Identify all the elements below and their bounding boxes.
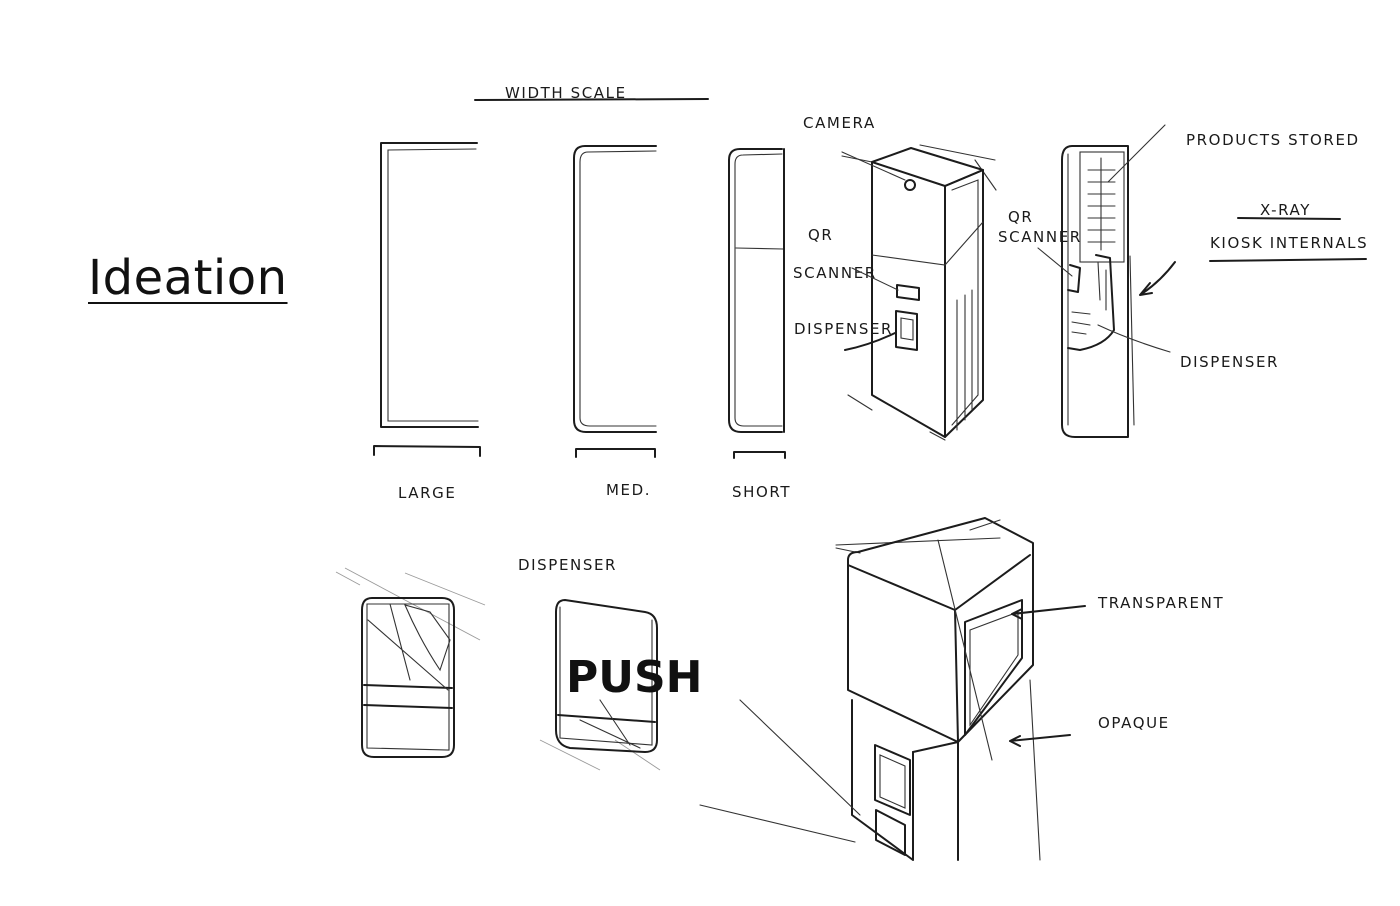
short-label: SHORT — [732, 483, 791, 501]
qr-scanner-xray-leader — [1038, 248, 1072, 276]
med-label: MED. — [606, 481, 651, 499]
camera-label: CAMERA — [803, 114, 876, 132]
opaque-arrow-icon — [1010, 735, 1070, 746]
dispenser-heading-label: DISPENSER — [518, 556, 617, 574]
qr-scanner-xray-label-1: QR — [1008, 208, 1033, 226]
transparent-label: TRANSPARENT — [1097, 594, 1224, 612]
bracket-large — [374, 143, 480, 456]
camera-leader — [842, 152, 905, 180]
kiosk-internals-label: KIOSK INTERNALS — [1210, 234, 1368, 252]
products-stored-label: PRODUCTS STORED — [1186, 131, 1360, 149]
qr-scanner-xray-label-2: SCANNER — [998, 228, 1082, 246]
scanner-label: SCANNER — [793, 264, 877, 282]
bracket-short — [729, 149, 785, 458]
xray-kiosk: PRODUCTS STORED X-RAY KIOSK INTERNALS QR… — [998, 125, 1368, 437]
dispenser-sketches: DISPENSER PUSH — [336, 556, 703, 770]
qr-label: QR — [808, 226, 833, 244]
xray-label: X-RAY — [1260, 201, 1311, 219]
dispenser-slot-icon — [896, 311, 917, 350]
qr-scanner-icon — [897, 285, 919, 300]
products-leader — [1108, 125, 1165, 182]
dispenser-xray-label: DISPENSER — [1180, 353, 1279, 371]
kiosk-internals-underline — [1210, 259, 1366, 261]
width-scale-group: WIDTH SCALE LARGE MED. SHORT — [374, 84, 791, 502]
width-scale-underline — [475, 99, 708, 100]
kiosk-perspective: CAMERA QR SCANNER DISPENSER — [793, 114, 996, 440]
camera-icon — [905, 180, 915, 190]
xray-underline — [1238, 218, 1340, 219]
transparent-opaque-kiosk: TRANSPARENT OPAQUE — [700, 518, 1224, 860]
bracket-medium — [574, 146, 656, 457]
xray-arrow-icon — [1140, 262, 1175, 295]
dispenser-xray-leader — [1098, 325, 1170, 352]
dispenser-kiosk-label: DISPENSER — [794, 320, 893, 338]
large-label: LARGE — [398, 484, 457, 502]
opaque-label: OPAQUE — [1098, 714, 1170, 732]
push-label: PUSH — [566, 652, 703, 703]
